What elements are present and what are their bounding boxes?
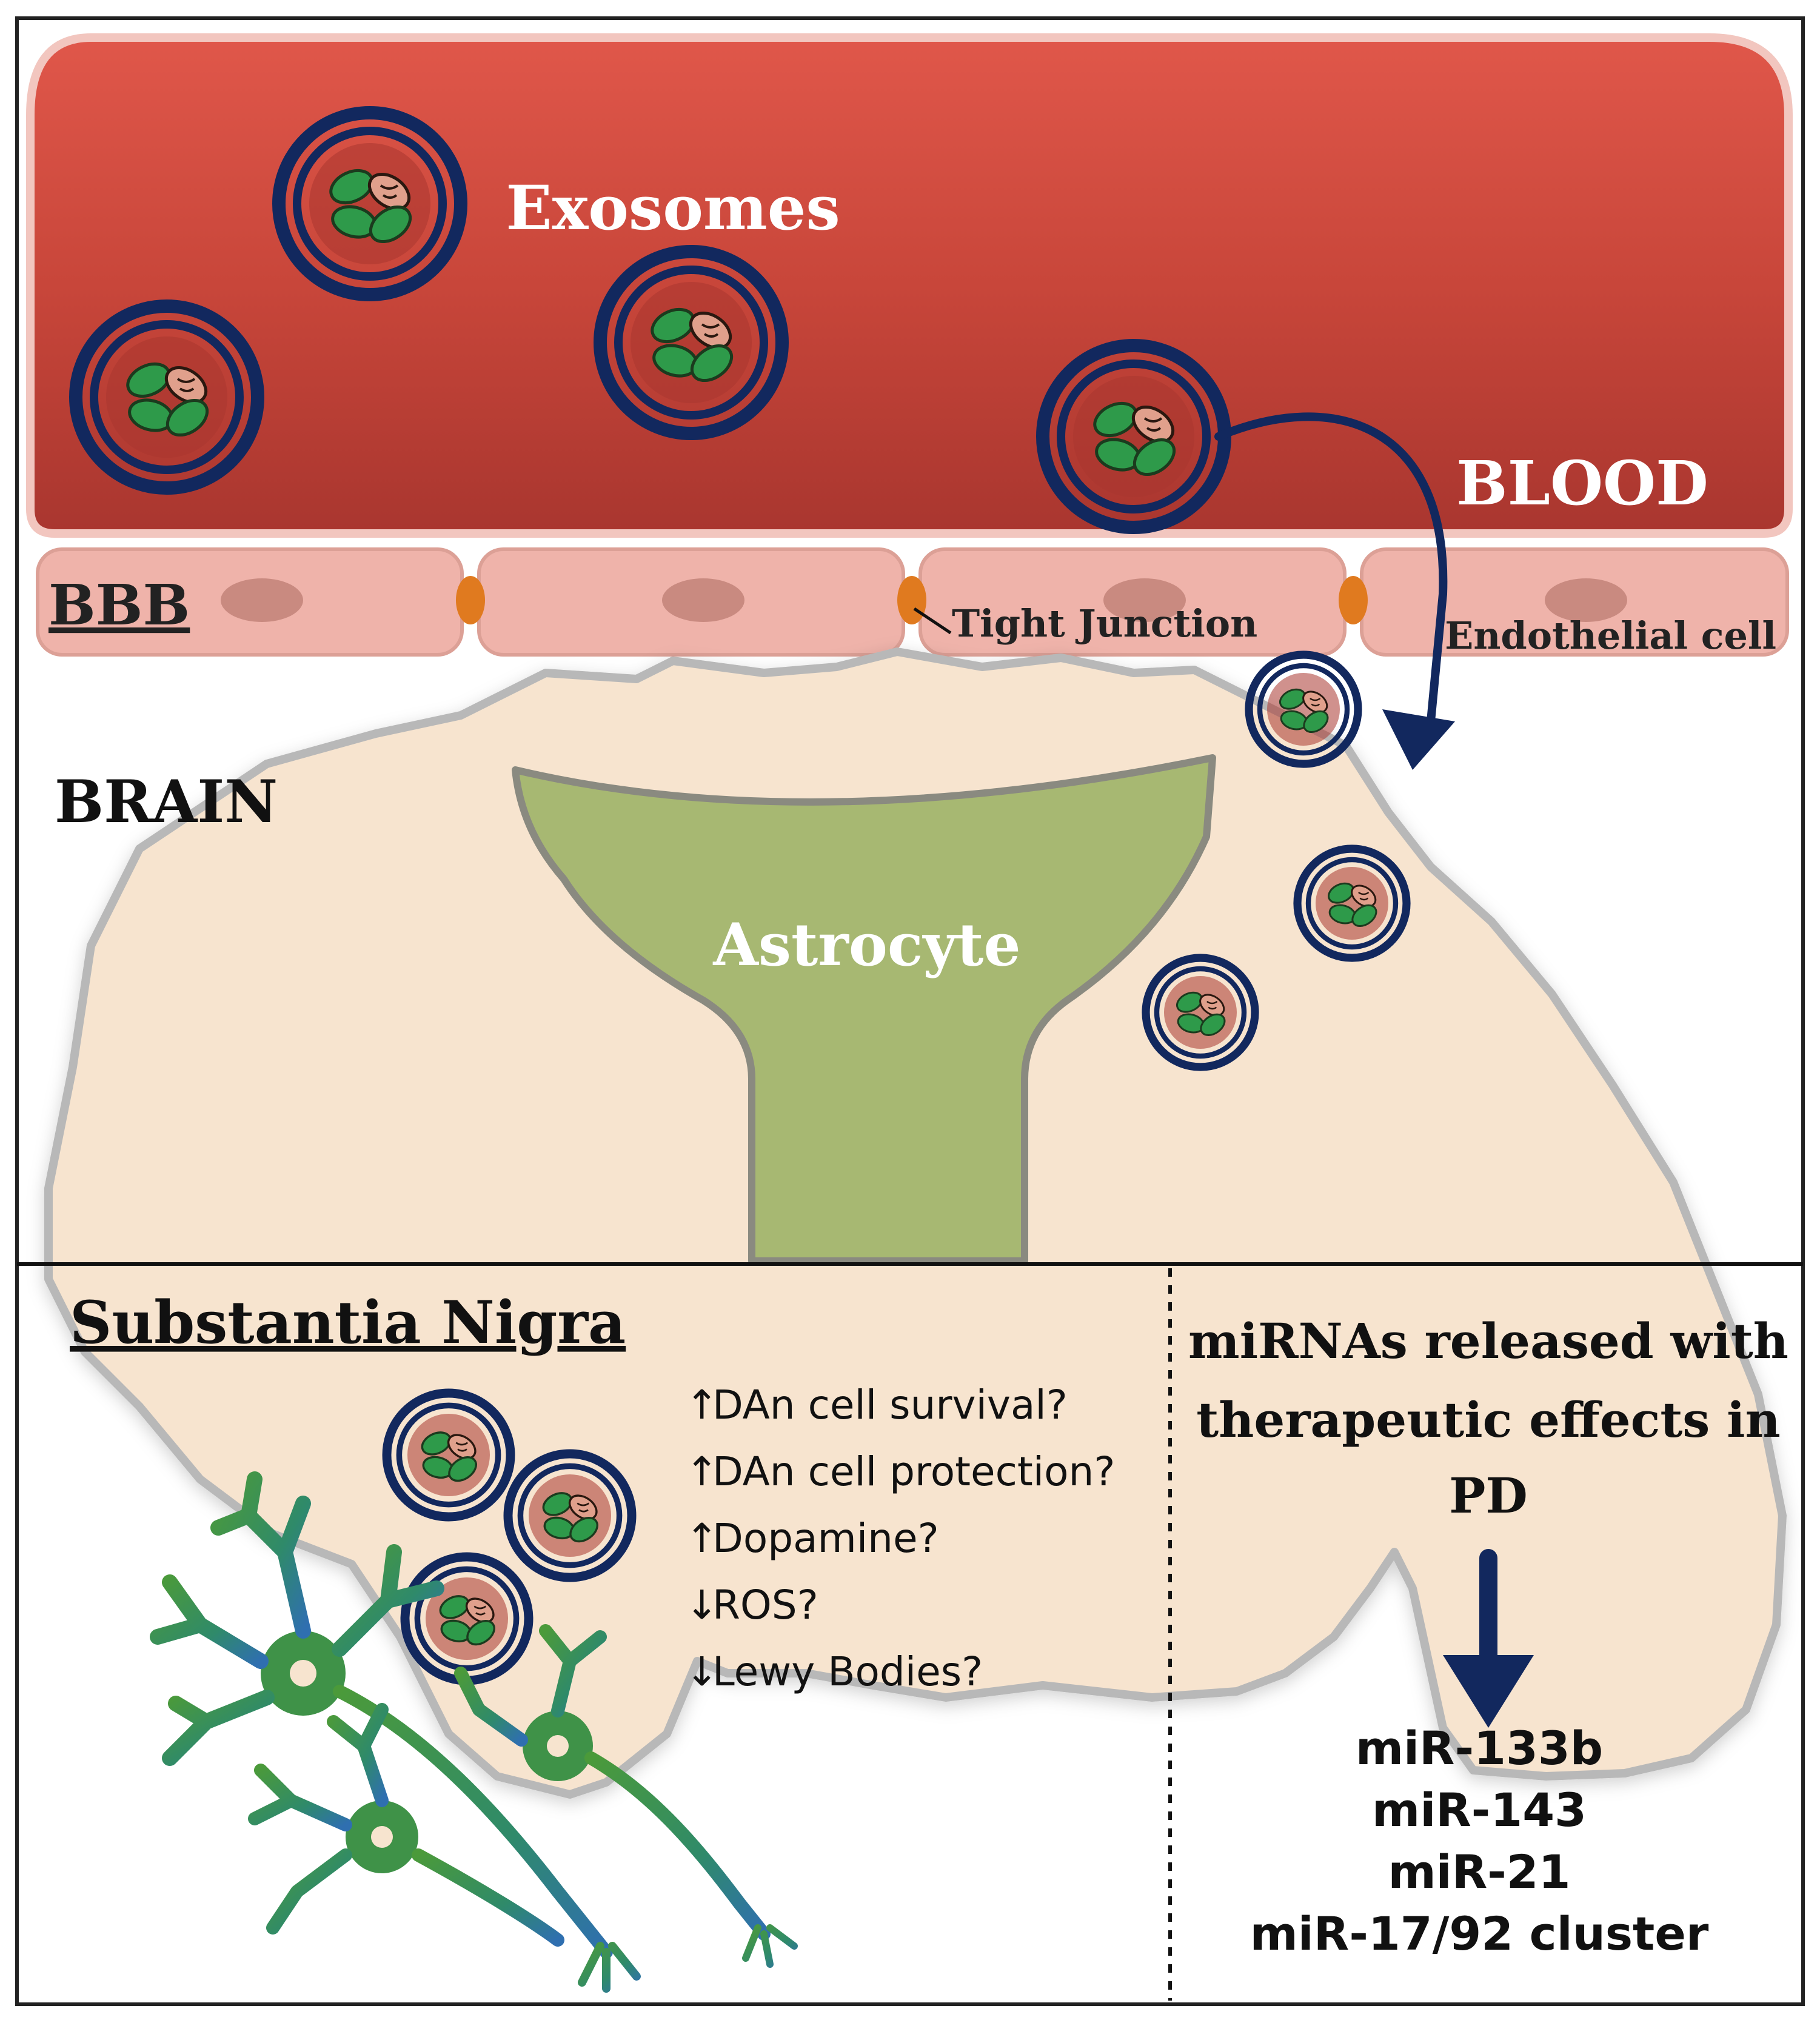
mirna-heading: PD	[1449, 1467, 1528, 1524]
neuron-icon	[454, 1624, 798, 1968]
blood-label: BLOOD	[1456, 447, 1708, 519]
mirna-heading: therapeutic effects in	[1196, 1391, 1780, 1448]
brain-label: BRAIN	[55, 768, 278, 836]
neuron-icon	[248, 1703, 564, 1947]
effect-arrow: ↓	[685, 1648, 718, 1695]
endothelial-cell-label: Endothelial cell	[1445, 614, 1776, 658]
effect-arrow: ↑	[685, 1382, 718, 1428]
effects-list: ↑ DAn cell survival? ↑ DAn cell protecti…	[685, 1382, 1115, 1695]
bbb-layer	[36, 547, 1789, 657]
nucleus	[221, 578, 303, 622]
mirna-item: miR-17/92 cluster	[1250, 1907, 1709, 1961]
transport-arrowhead	[1382, 709, 1455, 770]
tight-junction	[456, 576, 485, 624]
mirna-item: miR-143	[1372, 1783, 1587, 1837]
astrocyte-shape	[512, 754, 1216, 1265]
nucleus	[1103, 578, 1186, 622]
astrocyte-label: Astrocyte	[712, 911, 1020, 979]
effect-text: Dopamine?	[712, 1515, 939, 1562]
bbb-label: BBB	[49, 572, 190, 638]
effect-arrow: ↑	[685, 1448, 718, 1495]
tight-junction-label: Tight Junction	[952, 601, 1257, 646]
blood-vessel	[26, 33, 1793, 538]
effect-arrow: ↓	[685, 1582, 718, 1628]
effect-text: ROS?	[712, 1582, 818, 1628]
effect-arrow: ↑	[685, 1515, 718, 1562]
mirna-heading: miRNAs released with	[1188, 1313, 1788, 1370]
exosomes-label: Exosomes	[506, 172, 840, 244]
nucleus	[662, 578, 744, 622]
mirna-item: miR-21	[1388, 1845, 1570, 1899]
down-arrowhead	[1443, 1655, 1534, 1728]
mirna-panel: miRNAs released with therapeutic effects…	[1188, 1313, 1788, 1961]
effect-text: DAn cell survival?	[712, 1382, 1068, 1428]
effect-text: Lewy Bodies?	[712, 1648, 983, 1695]
transport-arrow-icon	[1214, 412, 1448, 726]
tight-junction	[1339, 576, 1368, 624]
nucleus	[1545, 578, 1627, 622]
substantia-nigra-label: Substantia Nigra	[70, 1288, 626, 1357]
effect-text: DAn cell protection?	[712, 1448, 1115, 1495]
tight-junction-pointer	[913, 607, 952, 635]
mirna-item: miR-133b	[1356, 1721, 1603, 1775]
tight-junction	[897, 576, 926, 624]
